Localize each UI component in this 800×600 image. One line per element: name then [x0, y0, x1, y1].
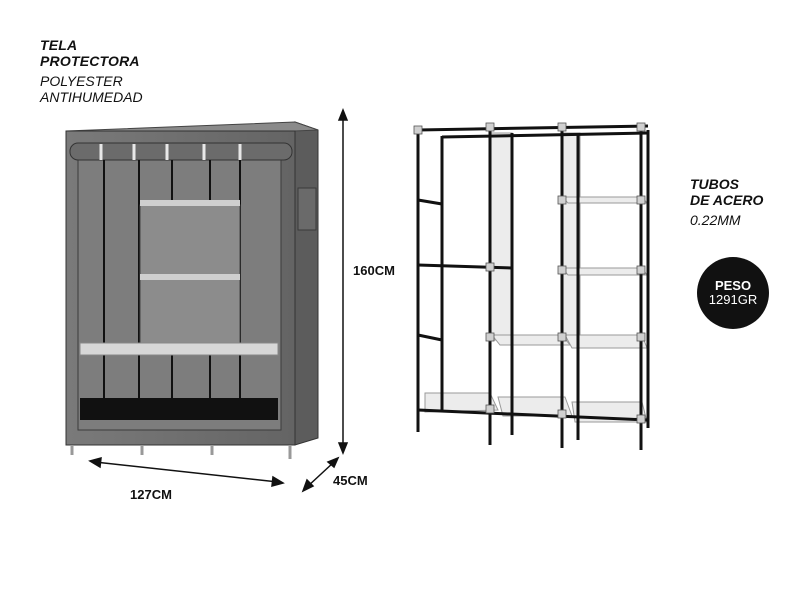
fabric-subtitle: POLYESTER ANTIHUMEDAD — [40, 73, 143, 105]
fabric-subtitle-line2: ANTIHUMEDAD — [40, 89, 143, 106]
cover-straps — [99, 144, 242, 160]
frame-bars — [417, 124, 649, 422]
frame-shelves — [424, 132, 649, 423]
height-dimension-label: 160CM — [353, 263, 395, 278]
depth-arrow — [306, 461, 335, 488]
tubes-title-line1: TUBOS — [690, 176, 739, 192]
fabric-title: TELA PROTECTORA — [40, 37, 140, 69]
depth-dimension-label: 45CM — [333, 473, 368, 488]
fabric-subtitle-line1: POLYESTER — [40, 73, 123, 89]
fabric-title-line1: TELA — [40, 37, 78, 53]
frame-poles — [416, 127, 650, 450]
width-dimension-label: 127CM — [130, 487, 172, 502]
central-shelves — [139, 200, 241, 346]
weight-badge: PESO 1291GR — [697, 257, 769, 329]
frame-connectors — [413, 122, 646, 424]
tubes-thickness: 0.22MM — [690, 212, 741, 228]
wardrobe-legs — [70, 445, 292, 459]
rolled-cover — [69, 142, 293, 161]
tubes-title: TUBOS DE ACERO — [690, 176, 763, 208]
width-arrow — [94, 461, 279, 483]
weight-value: 1291GR — [708, 292, 758, 307]
fabric-title-line2: PROTECTORA — [40, 53, 140, 70]
dimension-arrows — [88, 107, 349, 493]
side-pocket — [297, 187, 317, 231]
bottom-shelf — [79, 342, 279, 356]
wardrobe-base — [80, 398, 278, 420]
weight-label: PESO — [714, 277, 752, 293]
tubes-title-line2: DE ACERO — [690, 192, 764, 209]
